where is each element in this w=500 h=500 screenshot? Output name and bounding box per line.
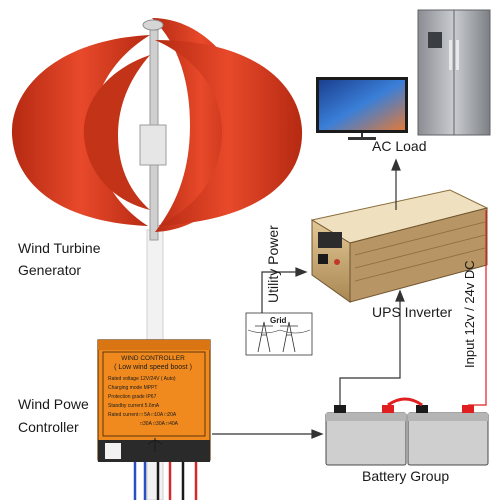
connectors [212,158,487,439]
turbine-blade-left-outer [11,35,150,226]
controller-spec-line: Standby current 5.6mA [108,403,160,409]
controller-spec-line: Rated voltage 12V/24V ( Auto) [108,376,176,382]
tv-icon [316,77,408,140]
arrow-head [395,289,405,302]
generator-label: Generator [18,262,82,278]
tv-stand [348,137,376,140]
controller-spec-line: Rated current □ 5A □10A □20A [108,412,177,418]
ups-inverter [310,189,489,303]
controller-warning-label [105,443,121,459]
controller-title: WIND CONTROLLER [121,355,185,362]
controller-wind-symbol-icon [147,438,163,452]
input-voltage-label: Input 12v / 24v DC [462,260,477,368]
wind-power-label: Wind Powe [18,396,89,412]
battery-positive-to-inverter-line [468,210,487,406]
inverter-side [349,207,488,303]
controller-subtitle: ( Low wind speed boost ) [114,364,192,371]
battery-1-positive-terminal [382,405,394,413]
arrow-head [295,267,308,277]
inverter-switch [318,254,328,264]
wind-turbine [11,18,303,500]
turbine-cap [142,19,164,31]
battery-to-inverter-line [339,295,401,405]
battery-2-negative-terminal [416,405,428,413]
fridge-dispenser [428,32,442,48]
refrigerator-icon [417,9,491,136]
controller-spec-line: Charging mode MPPT [108,385,157,391]
grid-label: Grid [270,316,287,325]
grid-frame [245,312,313,356]
grid-to-inverter-line [261,271,302,313]
controller-spec-line: □30A □30A □40A [140,421,179,427]
tv-screen [319,80,405,130]
battery-group-label: Battery Group [362,468,450,484]
controller-label-frame [102,351,206,437]
inverter-display [318,232,342,248]
turbine-blade-right [155,40,303,226]
ac-load-label: AC Load [372,138,427,154]
controller-spec-line: Protection grade IP67 [108,394,157,400]
controller-label: Controller [18,419,79,435]
wind-controller: WIND CONTROLLER ( Low wind speed boost )… [97,339,211,500]
grid-pylons-icon [245,312,313,356]
arrow-head [311,429,324,439]
controller-terminal-block [98,440,210,462]
inverter-indicator [334,259,340,265]
ups-inverter-label: UPS Inverter [372,304,453,320]
battery-link-cable [387,397,423,407]
utility-power-label: Utility Power [265,225,281,303]
arrow-head [391,158,401,171]
wind-turbine-label: Wind Turbine [18,240,101,256]
battery-2-positive-terminal [462,405,474,413]
battery-1-negative-terminal [334,405,346,413]
turbine-hub [139,124,167,166]
turbine-blade-left-inner [83,55,150,210]
controller-top-rim [98,340,210,350]
battery-group [325,397,489,466]
